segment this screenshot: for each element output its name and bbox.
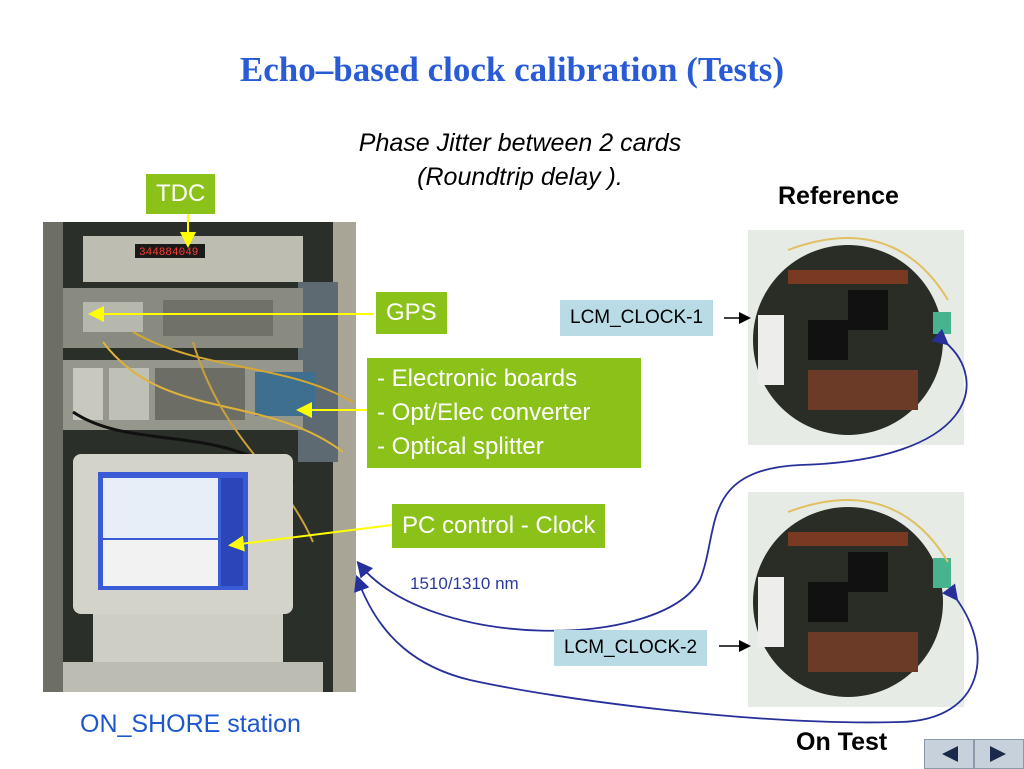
- subtitle-line-2: (Roundtrip delay ).: [417, 163, 623, 191]
- reference-fiber-path: [356, 328, 968, 632]
- rack-illustration: 344884049: [43, 222, 356, 692]
- subtitle-line-1: Phase Jitter between 2 cards: [358, 129, 682, 157]
- lcm-clock-2-label: LCM_CLOCK-2: [554, 630, 708, 666]
- onshore-rack-photo: 344884049: [43, 222, 356, 692]
- reference-heading: Reference: [778, 182, 899, 210]
- tdc-label: TDC: [146, 174, 216, 214]
- slide-title: Echo–based clock calibration (Tests): [239, 50, 785, 89]
- lcm-clock-1-label: LCM_CLOCK-1: [560, 300, 714, 336]
- next-slide-button[interactable]: [974, 739, 1024, 769]
- pc-control-pointer: [228, 524, 393, 552]
- equipment-line-1: - Electronic boards: [377, 365, 578, 392]
- on-test-heading: On Test: [796, 728, 888, 756]
- slide-subtitle: Phase Jitter between 2 cards (Roundtrip …: [300, 126, 740, 194]
- equipment-line-3: - Optical splitter: [377, 433, 544, 460]
- equipment-line-2: - Opt/Elec converter: [377, 399, 591, 426]
- on-test-fiber-path: [354, 574, 979, 724]
- tdc-display-text: 344884049: [139, 247, 198, 259]
- triangle-right-icon: [990, 746, 1006, 762]
- pc-control-label: PC control - Clock: [392, 504, 606, 548]
- gps-label: GPS: [376, 292, 447, 334]
- triangle-left-icon: [942, 746, 958, 762]
- previous-slide-button[interactable]: [924, 739, 974, 769]
- equipment-label: - Electronic boards - Opt/Elec converter…: [367, 358, 641, 468]
- onshore-station-label: ON_SHORE station: [80, 710, 301, 738]
- wavelength-label: 1510/1310 nm: [410, 574, 519, 593]
